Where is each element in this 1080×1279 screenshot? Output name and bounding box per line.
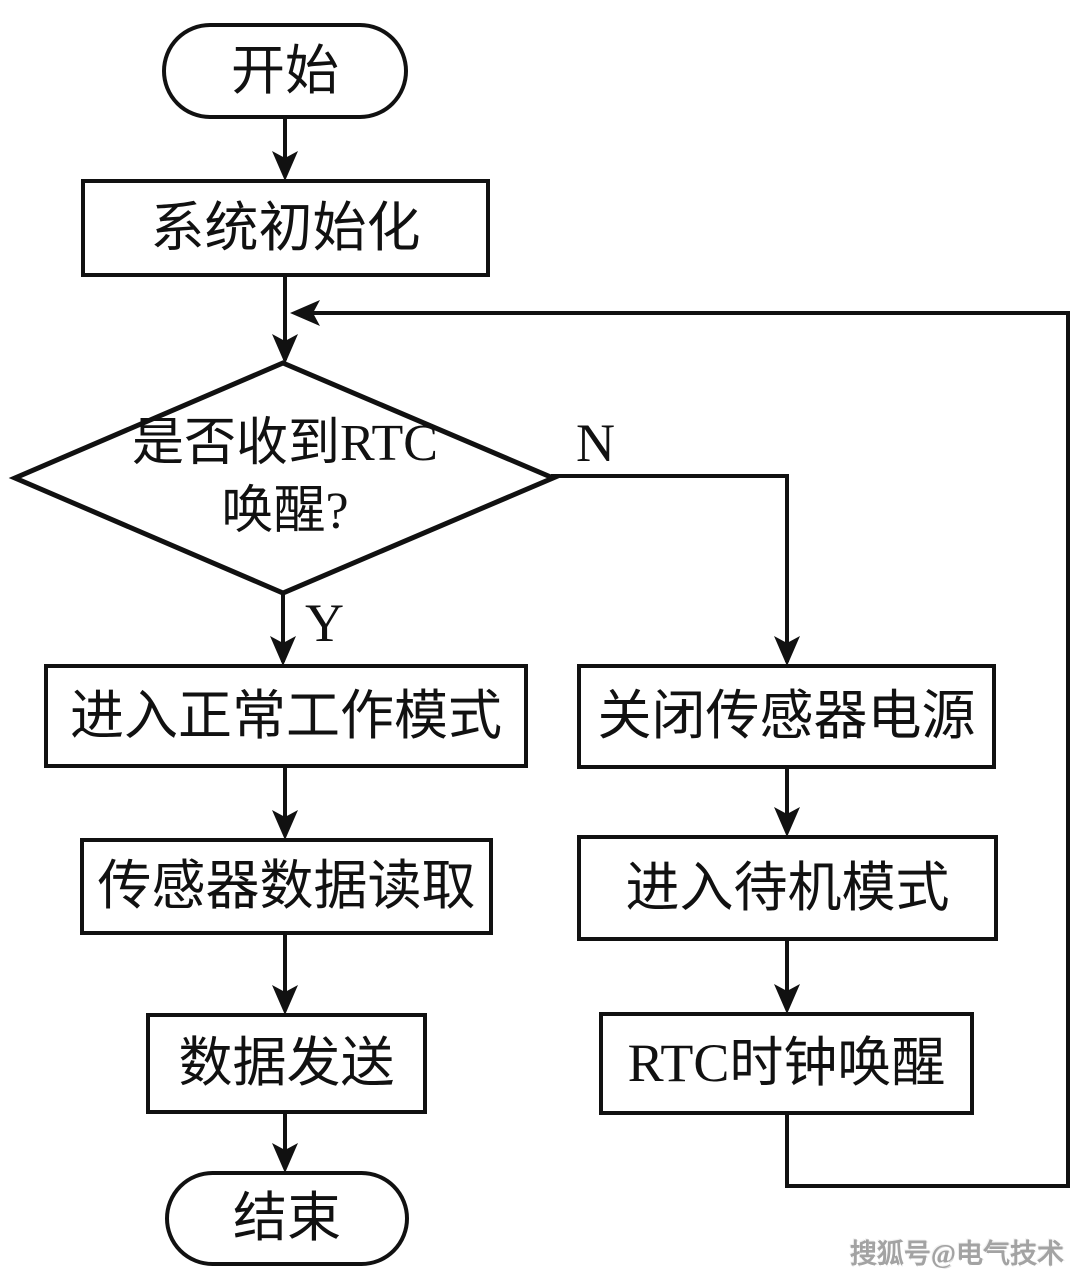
flow-node-read-label: 传感器数据读取 — [97, 856, 476, 917]
branch-label-yes: Y — [305, 593, 344, 653]
flow-node-rtc: RTC时钟唤醒 — [599, 1012, 974, 1115]
watermark-text: 搜狐号@电气技术 — [849, 1239, 1064, 1269]
arrowhead-standby-rtc — [774, 984, 800, 1014]
flow-node-end: 结束 — [165, 1171, 409, 1266]
arrowhead-read-send — [272, 985, 298, 1015]
flow-node-end-label: 结束 — [233, 1188, 341, 1249]
flow-node-decision: 是否收到RTC 唤醒? — [65, 395, 505, 561]
flow-node-normal-label: 进入正常工作模式 — [70, 685, 502, 746]
flow-node-standby-label: 进入待机模式 — [625, 857, 950, 918]
arrowhead-start-init — [272, 151, 298, 181]
arrowhead-normal-read — [272, 810, 298, 840]
arrowhead-init-decision — [272, 334, 298, 364]
flow-node-start-label: 开始 — [231, 40, 339, 101]
flow-node-normal: 进入正常工作模式 — [44, 664, 528, 768]
decision-diamond-shape — [8, 360, 560, 596]
arrowhead-off-standby — [774, 807, 800, 837]
flow-node-read: 传感器数据读取 — [80, 838, 493, 935]
flow-node-off: 关闭传感器电源 — [577, 664, 996, 769]
flow-node-init-label: 系统初始化 — [150, 197, 421, 258]
arrowhead-decision-off — [774, 636, 800, 666]
edge-decision-off — [551, 474, 789, 662]
flow-node-send-label: 数据发送 — [178, 1033, 395, 1094]
flow-node-rtc-label: RTC时钟唤醒 — [627, 1033, 946, 1094]
branch-label-no: N — [576, 413, 615, 473]
arrowhead-decision-normal — [270, 636, 296, 666]
arrowhead-send-end — [272, 1143, 298, 1173]
flow-node-standby: 进入待机模式 — [577, 835, 998, 941]
flow-node-start: 开始 — [162, 23, 408, 119]
arrowhead-loopback — [290, 300, 320, 326]
flow-node-init: 系统初始化 — [81, 179, 490, 277]
flow-node-send: 数据发送 — [146, 1013, 427, 1114]
edge-rtc-loopback — [298, 311, 1070, 1188]
flow-node-decision-line1: 是否收到RTC — [131, 415, 438, 472]
flow-node-off-label: 关闭传感器电源 — [597, 686, 976, 747]
flow-node-decision-line2: 唤醒? — [221, 483, 349, 540]
